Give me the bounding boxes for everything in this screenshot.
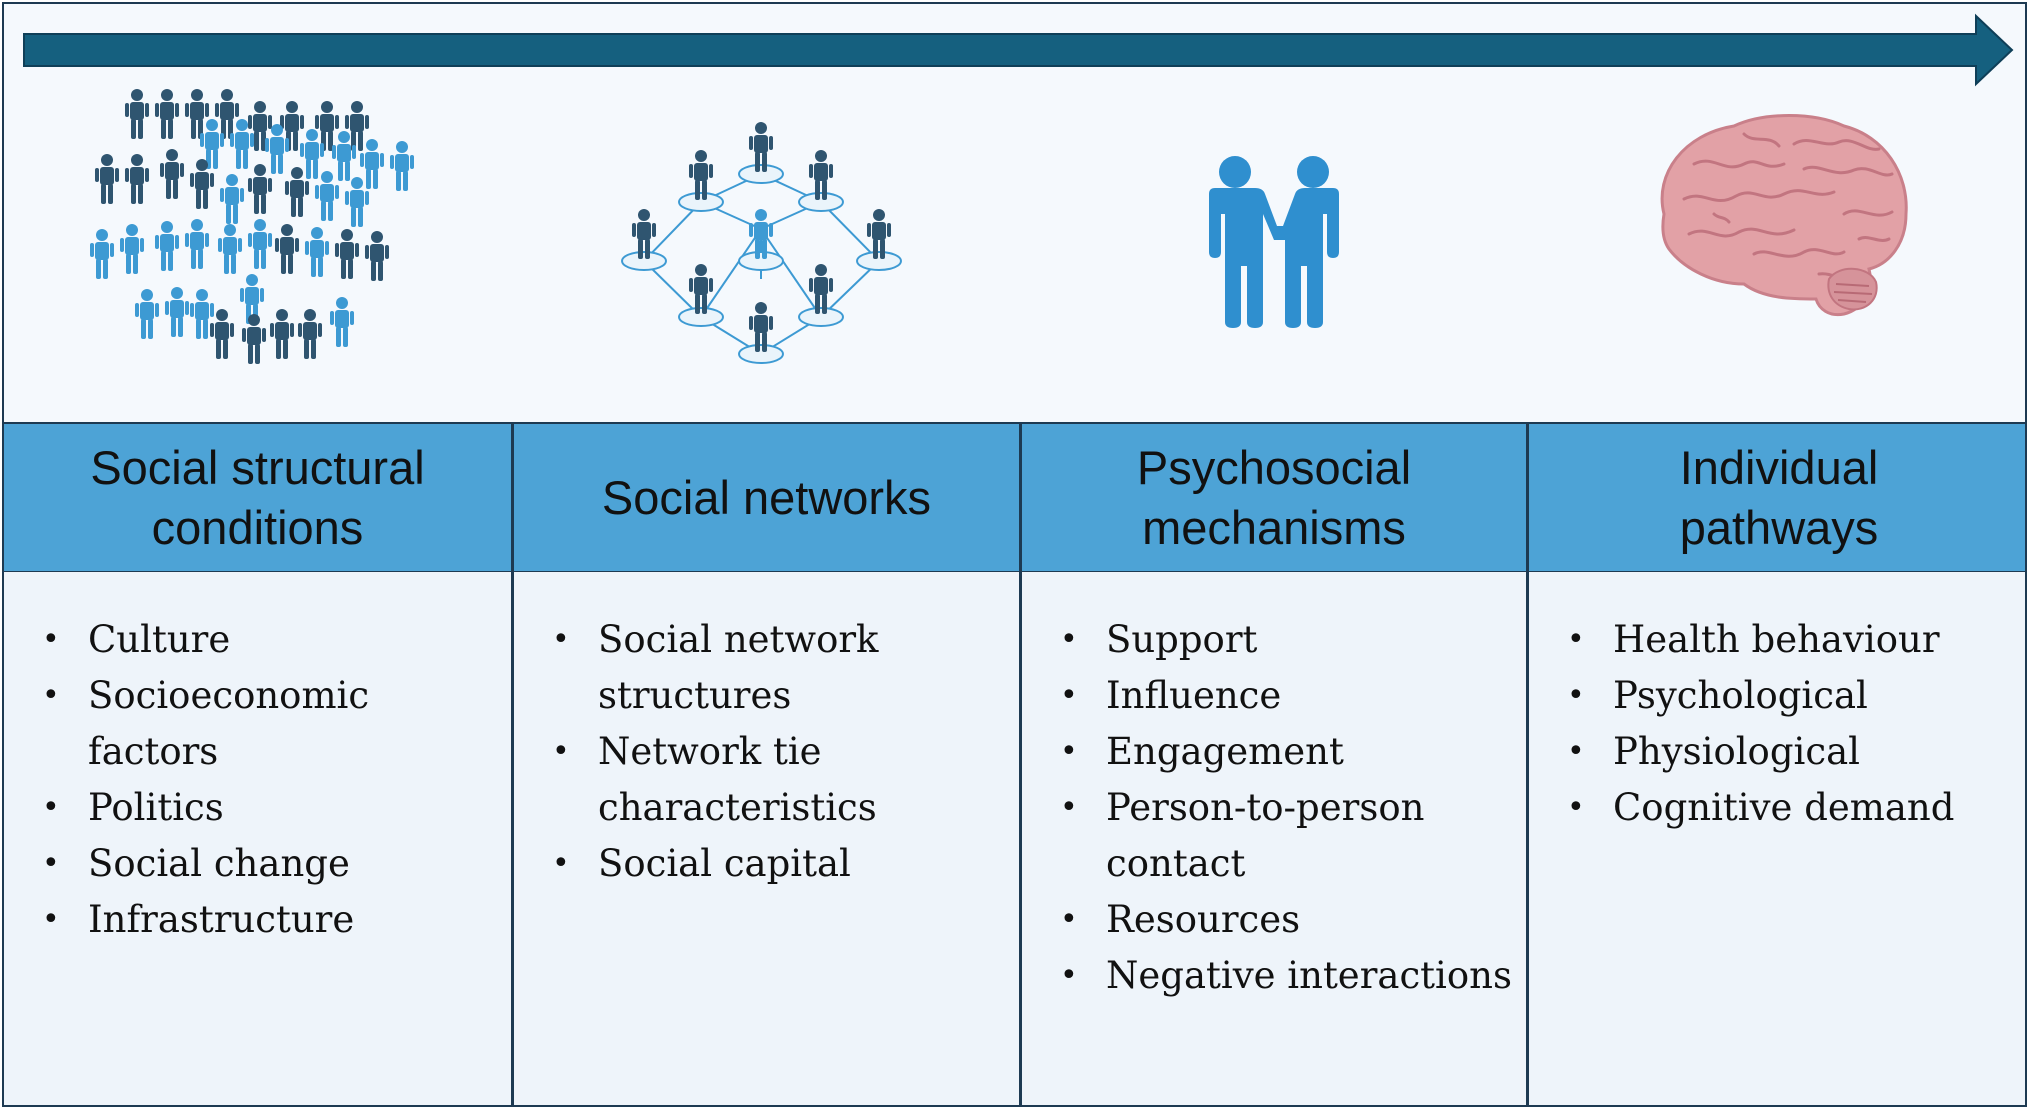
bullet-list: Health behaviour Psychological Physiolog… — [1529, 612, 2025, 836]
list-item: Influence — [1060, 668, 1526, 724]
header-label: Psychosocial mechanisms — [1136, 440, 1412, 554]
column-social-networks: Social network structures Network tie ch… — [514, 572, 1022, 1105]
header-row: Social structural conditions Social netw… — [4, 422, 2025, 574]
header-social-structural: Social structural conditions — [4, 424, 514, 574]
icon-band — [4, 4, 2025, 422]
list-item: Network tie characteristics — [552, 724, 1019, 836]
list-item: Culture — [42, 612, 511, 668]
header-label: Individual pathways — [1679, 440, 1879, 554]
pair-icon — [1209, 156, 1339, 328]
list-item: Resources — [1060, 892, 1526, 948]
list-item: Person-to-person contact — [1060, 780, 1526, 892]
header-social-networks: Social networks — [514, 424, 1022, 574]
list-item: Social capital — [552, 836, 1019, 892]
progression-arrow — [23, 13, 2014, 87]
list-item: Infrastructure — [42, 892, 511, 948]
header-psychosocial: Psychosocial mechanisms — [1022, 424, 1529, 574]
list-item: Social change — [42, 836, 511, 892]
list-item: Engagement — [1060, 724, 1526, 780]
list-item: Physiological — [1567, 724, 2025, 780]
column-individual: Health behaviour Psychological Physiolog… — [1529, 572, 2025, 1105]
network-icon — [621, 122, 902, 364]
list-item: Social network structures — [552, 612, 1019, 724]
header-label: Social networks — [601, 470, 932, 524]
list-item: Psychological — [1567, 668, 2025, 724]
list-item: Cognitive demand — [1567, 780, 2025, 836]
column-social-structural: Culture Socioeconomic factors Politics S… — [4, 572, 514, 1105]
header-label: Social structural conditions — [90, 440, 425, 554]
body-row: Culture Socioeconomic factors Politics S… — [4, 572, 2025, 1105]
list-item: Support — [1060, 612, 1526, 668]
bullet-list: Support Influence Engagement Person-to-p… — [1022, 612, 1526, 1004]
header-individual: Individual pathways — [1529, 424, 2025, 574]
list-item: Politics — [42, 780, 511, 836]
brain-icon — [1660, 114, 1908, 317]
list-item: Health behaviour — [1567, 612, 2025, 668]
bullet-list: Social network structures Network tie ch… — [514, 612, 1019, 892]
column-psychosocial: Support Influence Engagement Person-to-p… — [1022, 572, 1529, 1105]
crowd-icon — [90, 89, 414, 364]
bullet-list: Culture Socioeconomic factors Politics S… — [4, 612, 511, 948]
list-item: Socioeconomic factors — [42, 668, 511, 780]
list-item: Negative interactions — [1060, 948, 1526, 1004]
